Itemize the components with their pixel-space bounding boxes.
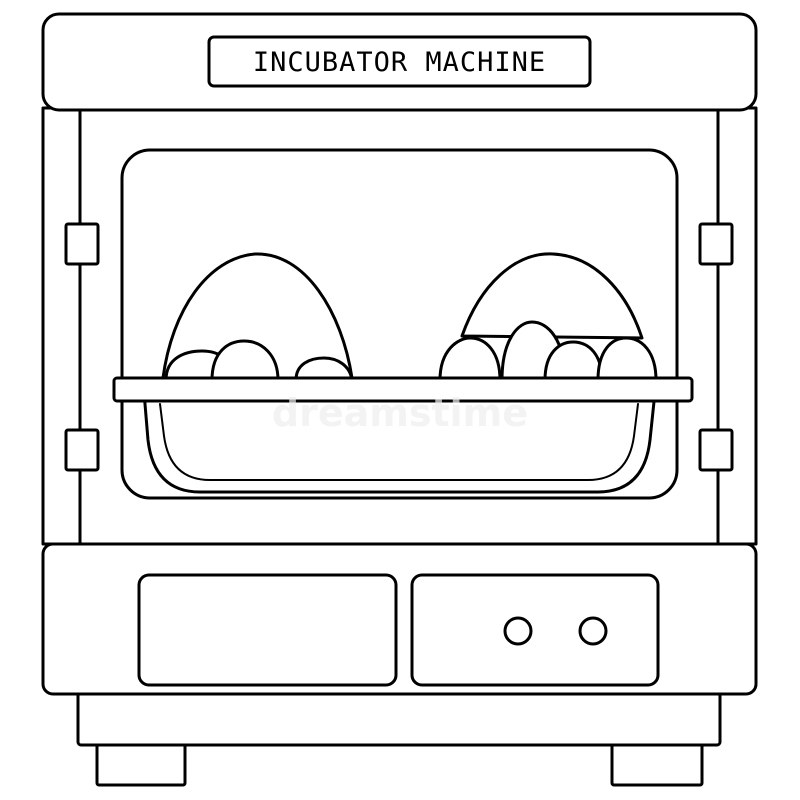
tray-inner-line — [159, 403, 639, 481]
hinge-left-bottom — [64, 428, 100, 472]
hinge-right-bottom — [698, 428, 734, 472]
right-knob-icon[interactable] — [578, 616, 608, 646]
right-frame-post — [716, 106, 758, 546]
tray-rim — [112, 376, 694, 403]
watermark-text: dreamstime — [272, 391, 528, 435]
left-egg-pile — [161, 252, 354, 382]
tray-basin — [142, 390, 657, 494]
left-knob-icon[interactable] — [503, 616, 533, 646]
left-frame-post — [41, 106, 82, 546]
left-drawer — [137, 573, 398, 687]
right-control-panel — [410, 573, 660, 687]
title-plate — [207, 35, 592, 88]
right-egg-pile — [438, 252, 658, 382]
hinge-left-top — [64, 222, 100, 266]
machine-title: INCUBATOR MACHINE — [253, 47, 546, 78]
hinge-right-top — [698, 222, 734, 266]
left-foot — [95, 741, 187, 787]
right-foot — [610, 741, 704, 787]
base-plinth — [76, 691, 722, 747]
